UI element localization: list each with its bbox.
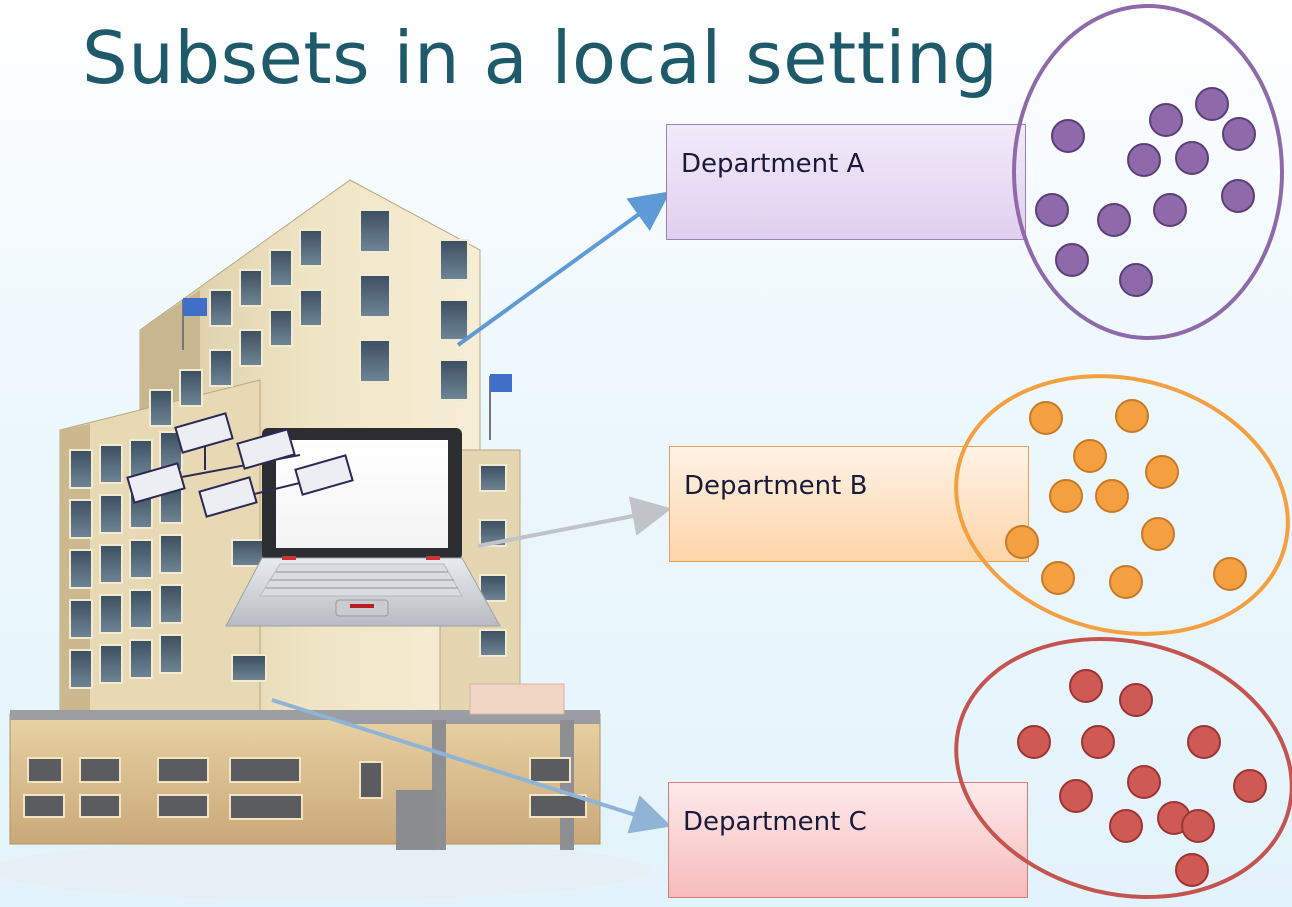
subset-a-member	[1055, 243, 1089, 277]
arrow-to-department-b	[477, 496, 672, 548]
department-a-box: Department A	[666, 124, 1026, 240]
subset-b	[954, 374, 1290, 636]
flag-icon	[182, 298, 512, 440]
subset-a-member	[1097, 203, 1131, 237]
subset-c-member	[1127, 765, 1161, 799]
subset-b-member	[1041, 561, 1075, 595]
subset-c-member	[1081, 725, 1115, 759]
slide-title: Subsets in a local setting	[82, 16, 999, 100]
subset-b-member	[1145, 455, 1179, 489]
org-chart-icon	[126, 412, 354, 518]
subset-c-member	[1175, 853, 1209, 887]
subset-c-member	[1181, 809, 1215, 843]
subset-b-member	[1095, 479, 1129, 513]
subset-c-member	[1187, 725, 1221, 759]
subset-b-member	[1073, 439, 1107, 473]
subset-c-member	[1017, 725, 1051, 759]
subset-a-member	[1035, 193, 1069, 227]
subset-b-ellipse	[954, 374, 1290, 636]
subset-b-member	[1213, 557, 1247, 591]
subset-a-member	[1051, 119, 1085, 153]
subset-b-member	[1049, 479, 1083, 513]
subset-a-member	[1127, 143, 1161, 177]
subset-b-member	[1115, 399, 1149, 433]
arrow-to-department-c	[271, 698, 672, 834]
subset-c-member	[1119, 683, 1153, 717]
subset-c-member	[1233, 769, 1267, 803]
subset-c-member	[1059, 779, 1093, 813]
subset-c-member	[1109, 809, 1143, 843]
subset-a-member	[1221, 179, 1255, 213]
subset-a-ellipse	[1012, 4, 1284, 340]
subset-a	[1012, 4, 1284, 340]
department-b-box: Department B	[669, 446, 1029, 562]
department-a-label: Department A	[681, 149, 865, 179]
subset-a-member	[1149, 103, 1183, 137]
arrow-to-department-a	[456, 191, 671, 347]
subset-c-ellipse	[954, 637, 1292, 899]
subset-a-member	[1195, 87, 1229, 121]
subset-a-member	[1222, 117, 1256, 151]
subset-a-member	[1119, 263, 1153, 297]
subset-b-member	[1005, 525, 1039, 559]
subset-b-member	[1141, 517, 1175, 551]
subset-c	[954, 637, 1292, 899]
department-b-label: Department B	[684, 471, 868, 501]
subset-b-member	[1109, 565, 1143, 599]
subset-c-member	[1069, 669, 1103, 703]
department-c-label: Department C	[683, 807, 867, 837]
subset-a-member	[1153, 193, 1187, 227]
subset-b-member	[1029, 401, 1063, 435]
subset-a-member	[1175, 141, 1209, 175]
